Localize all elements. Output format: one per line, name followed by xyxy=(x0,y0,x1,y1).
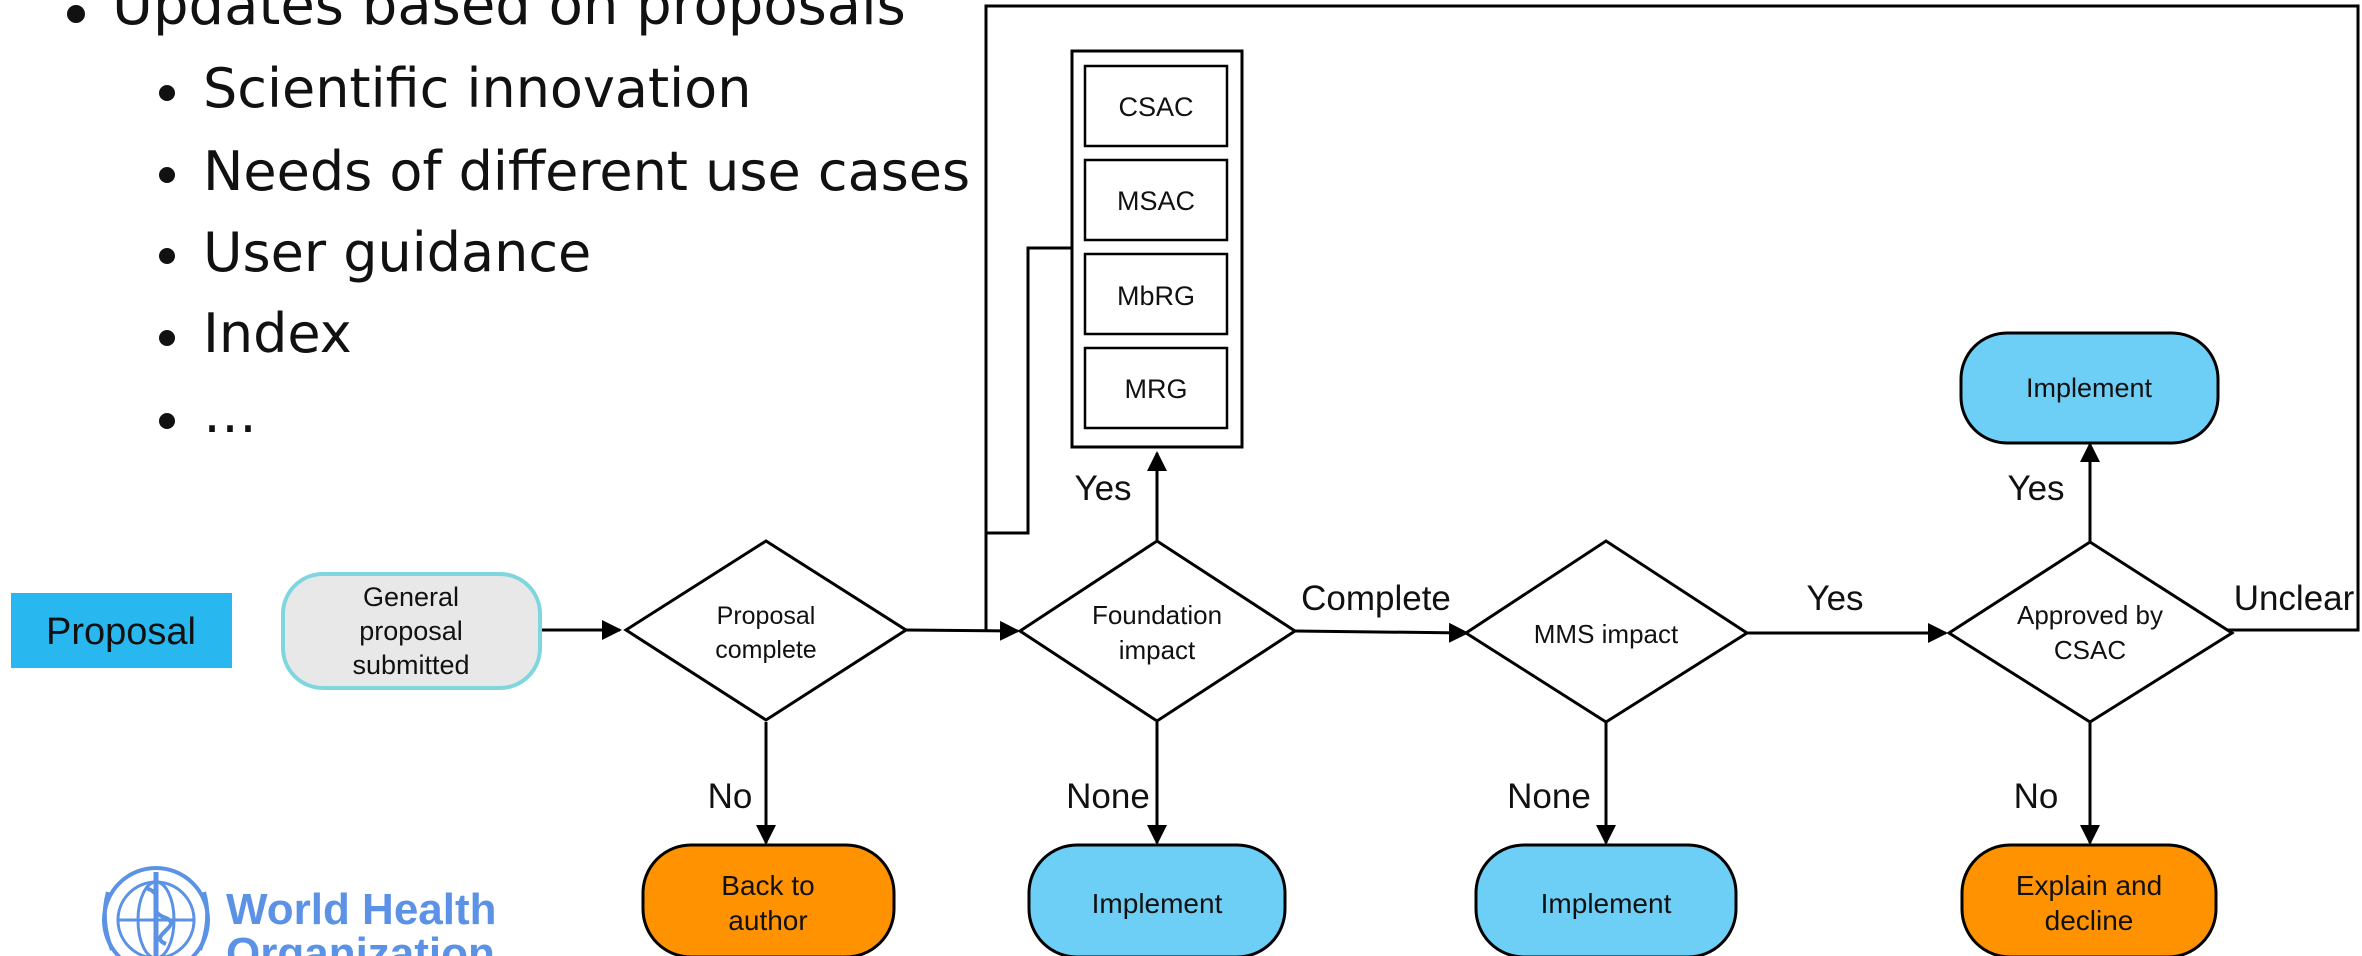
bullet-item: Scientific innovation xyxy=(203,57,751,120)
node-explain-line1: Explain and xyxy=(2016,870,2162,901)
node-implement-foundation-label: Implement xyxy=(1092,888,1223,919)
edge-label-yes-approved: Yes xyxy=(2007,469,2064,508)
proposal-label: Proposal xyxy=(11,593,232,668)
node-proposal-complete-line1: Proposal xyxy=(717,602,816,630)
edge-foundation-to-mms xyxy=(1294,622,1469,643)
edge-label-yes-foundation: Yes xyxy=(1074,469,1131,508)
node-approved-shape xyxy=(1946,540,2235,724)
who-logo-line2: Organization xyxy=(226,929,495,956)
bullet-item: Index xyxy=(203,302,352,365)
node-implement-mms: Implement xyxy=(1474,843,1738,956)
node-general-shape xyxy=(281,572,542,690)
committee-msac-label: MSAC xyxy=(1117,186,1195,216)
bullet-item: … xyxy=(203,382,257,445)
node-foundation-line1: Foundation xyxy=(1092,600,1222,630)
node-approved-line1: Approved by xyxy=(2017,600,2163,630)
committees-box: CSAC MSAC MbRG MRG xyxy=(1070,49,1244,449)
edge-label-none-foundation: None xyxy=(1066,777,1150,816)
who-logo: World Health Organization xyxy=(102,866,497,956)
node-explain-decline: Explain and decline xyxy=(1960,843,2218,956)
node-implement-foundation: Implement xyxy=(1027,843,1287,956)
committees-connector-line xyxy=(986,246,1076,535)
bullet-item: Needs of different use cases xyxy=(203,140,970,203)
node-explain-line2: decline xyxy=(2045,905,2134,936)
bullet-dot xyxy=(159,167,175,183)
bullet-dot xyxy=(159,248,175,264)
node-implement-mms-shape xyxy=(1474,843,1738,956)
node-back-line1: Back to xyxy=(721,870,814,901)
committee-mbrg-label: MbRG xyxy=(1117,281,1195,311)
bullet-dot xyxy=(67,5,85,23)
node-general-line1: General xyxy=(363,582,459,612)
committee-msac xyxy=(1083,158,1229,242)
node-mms-line1: MMS impact xyxy=(1534,619,1679,649)
committee-mrg xyxy=(1083,346,1229,430)
edge-label-yes-mms: Yes xyxy=(1806,579,1863,618)
node-implement-approved-shape xyxy=(1959,331,2220,445)
bullet-top: Updates based on proposals xyxy=(112,0,906,38)
committee-mrg-label: MRG xyxy=(1125,374,1188,404)
edge-label-unclear: Unclear xyxy=(2234,579,2355,618)
node-approved-line2: CSAC xyxy=(2054,635,2126,665)
feedback-loop-line xyxy=(984,4,2360,632)
edge-proposal-to-foundation xyxy=(905,620,1020,641)
edge-label-none-mms: None xyxy=(1507,777,1591,816)
node-implement-approved-label: Implement xyxy=(2026,373,2153,403)
node-proposal-complete-shape xyxy=(623,539,909,722)
node-mms-impact: MMS impact xyxy=(1463,539,1750,724)
node-mms-shape xyxy=(1463,539,1750,724)
node-implement-mms-label: Implement xyxy=(1541,888,1672,919)
node-foundation-impact: Foundation impact xyxy=(1017,539,1298,723)
bullet-dot xyxy=(159,330,175,346)
proposal-label-text: Proposal xyxy=(46,611,196,653)
committee-csac xyxy=(1083,64,1229,148)
committee-mbrg xyxy=(1083,252,1229,336)
edge-label-complete: Complete xyxy=(1301,579,1451,618)
node-proposal-complete-line2: complete xyxy=(715,636,816,664)
bullet-dot xyxy=(159,413,175,429)
node-general-proposal: General proposal submitted xyxy=(281,572,542,690)
node-explain-shape xyxy=(1960,843,2218,956)
node-foundation-line2: impact xyxy=(1119,635,1196,665)
node-general-line3: submitted xyxy=(352,650,469,680)
node-back-line2: author xyxy=(728,905,807,936)
node-foundation-shape xyxy=(1017,539,1298,723)
node-back-shape xyxy=(641,843,896,956)
who-logo-line1: World Health xyxy=(226,885,497,934)
node-back-to-author: Back to author xyxy=(641,843,896,956)
edge-label-no-approved: No xyxy=(2014,777,2059,816)
node-proposal-complete: Proposal complete xyxy=(623,539,909,722)
node-approved-by-csac: Approved by CSAC xyxy=(1946,540,2235,724)
bullet-dot xyxy=(159,85,175,101)
node-implement-approved: Implement xyxy=(1959,331,2220,445)
bullet-list: Updates based on proposals Scientific in… xyxy=(67,0,970,445)
node-general-line2: proposal xyxy=(359,616,463,646)
committee-csac-label: CSAC xyxy=(1118,92,1193,122)
edge-label-no-proposal: No xyxy=(708,777,753,816)
proposal-label-bg xyxy=(11,593,232,668)
node-implement-foundation-shape xyxy=(1027,843,1287,956)
who-emblem-icon xyxy=(102,866,210,956)
bullet-item: User guidance xyxy=(203,221,591,284)
